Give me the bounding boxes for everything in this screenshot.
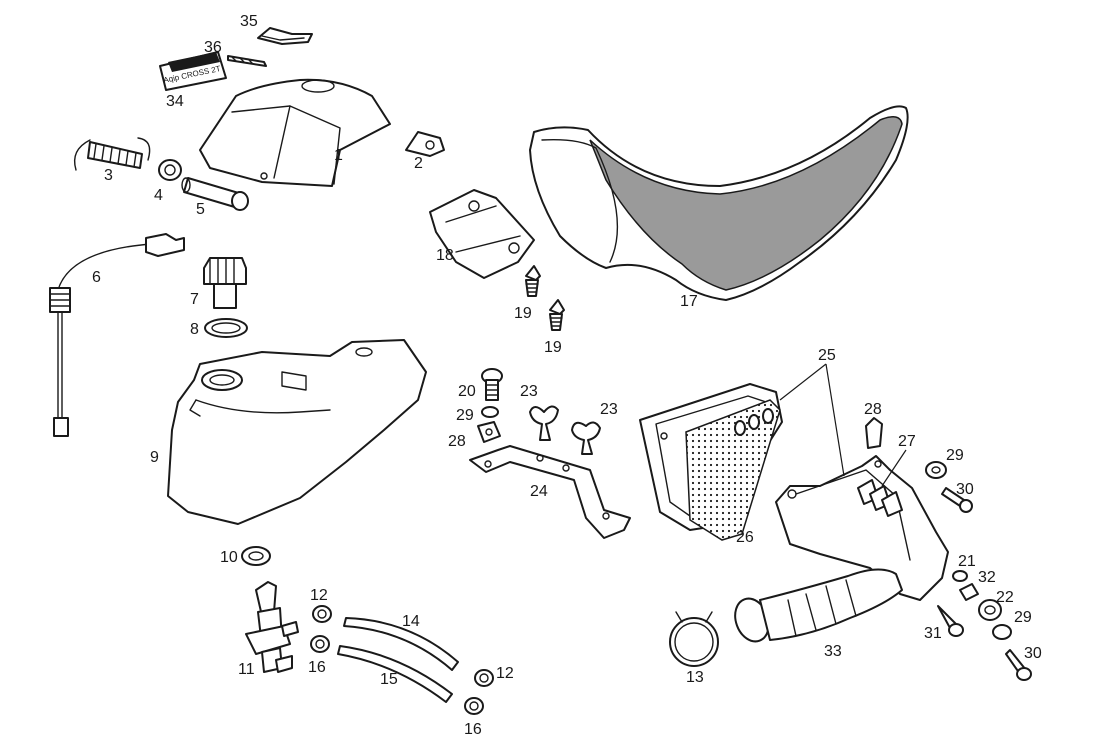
part-27-air-box [775,455,949,601]
part-3-spring [73,137,151,171]
label-8: 8 [190,321,199,338]
label-16-right: 16 [464,721,482,738]
part-11-fuel-tap [245,581,299,673]
label-16-left: 16 [308,659,326,676]
leader-25-b [825,363,845,477]
part-25-filter-element [685,399,781,541]
part-12-clamp-right [474,669,494,687]
part-29-washer-right-lower [992,624,1012,640]
part-19-screw-upper [525,265,541,297]
label-36: 36 [204,39,222,56]
part-9-fuel-tank [167,339,427,525]
label-31: 31 [924,625,942,642]
label-7: 7 [190,291,199,308]
part-28-clip-center [477,421,501,443]
label-15: 15 [380,671,398,688]
label-29-right-upper: 29 [946,447,964,464]
part-7-fuel-cap [203,257,247,309]
part-33-intake-duct [734,568,903,643]
part-28-clip-right [865,417,883,449]
label-2: 2 [414,155,423,172]
label-6: 6 [92,269,101,286]
label-22: 22 [996,589,1014,606]
label-5: 5 [196,201,205,218]
label-29-center: 29 [456,407,474,424]
label-11: 11 [238,661,255,678]
part-32-clip [959,583,979,601]
part-10-clamp [241,546,271,566]
part-21-washer [952,570,968,582]
label-1: 1 [334,147,343,164]
label-32: 32 [978,569,996,586]
label-30-right-upper: 30 [956,481,974,498]
label-19-upper: 19 [514,305,532,322]
label-18: 18 [436,247,454,264]
label-23-right: 23 [600,401,618,418]
label-14: 14 [402,613,420,630]
part-31-screw [937,605,964,637]
label-29-right-lower: 29 [1014,609,1032,626]
part-19-screw-lower [549,299,565,331]
part-29-washer-center [481,406,499,418]
part-22-grommet [978,599,1002,621]
label-12-right: 12 [496,665,514,682]
label-21: 21 [958,553,976,570]
part-35-clip [257,27,313,45]
label-10: 10 [220,549,238,566]
label-25: 25 [818,347,836,364]
part-29-washer-right-upper [925,461,947,479]
part-13-ring-clamp [669,611,719,667]
label-35: 35 [240,13,258,30]
part-34-decal: Aqip CROSS 2T [159,51,227,91]
leader-27 [881,449,907,487]
part-12-clamp-left [312,605,332,623]
part-17-seat [529,105,909,301]
part-23-wing-nut-left [529,405,559,441]
part-14-hose [343,617,459,671]
label-24: 24 [530,483,548,500]
label-30-right-lower: 30 [1024,645,1042,662]
part-24-bracket [469,445,631,539]
label-28-right: 28 [864,401,882,418]
part-18-seat-bracket [429,189,535,279]
label-26: 26 [736,529,754,546]
part-4-ring [158,159,182,181]
part-36-rod [227,55,267,67]
leader-25-a [779,363,827,401]
label-34: 34 [166,93,184,110]
part-16-clamp-right [464,697,484,715]
label-17: 17 [680,293,698,310]
label-28-center: 28 [448,433,466,450]
part-16-clamp-left [310,635,330,653]
part-20-bolt [481,368,503,401]
part-2-bracket [405,131,445,157]
label-12-left: 12 [310,587,328,604]
label-20: 20 [458,383,476,400]
label-23-left: 23 [520,383,538,400]
label-19-lower: 19 [544,339,562,356]
part-15-hose [337,645,453,703]
part-23-wing-nut-right [571,421,601,455]
label-9: 9 [150,449,159,466]
part-30-bolt-right-lower [1005,649,1032,681]
label-33: 33 [824,643,842,660]
part-6-sensor-cable [49,233,185,437]
label-27: 27 [898,433,916,450]
label-13: 13 [686,669,704,686]
label-3: 3 [104,167,113,184]
part-30-bolt-right-upper [941,487,973,513]
part-8-gasket [204,318,248,338]
label-4: 4 [154,187,163,204]
part-5-pin [181,177,249,211]
part-1-tank-cover [199,78,391,187]
